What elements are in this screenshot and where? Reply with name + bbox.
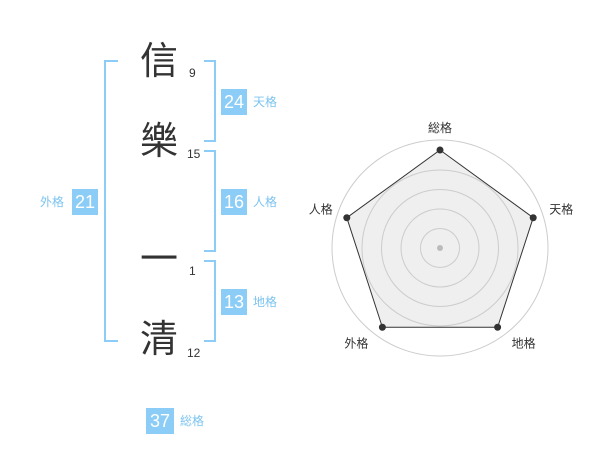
chikaku-value: 13: [221, 289, 247, 315]
stroke-count-1: 9: [189, 66, 196, 80]
tenkaku-value: 24: [221, 89, 247, 115]
radar-grid-ring: [381, 189, 499, 307]
name-char-1: 信: [140, 39, 179, 83]
radar-axis-label: 外格: [344, 335, 368, 350]
radar-data-polygon: [346, 149, 534, 328]
radar-axis-label: 総格: [428, 120, 452, 135]
jinkaku-label: 人格: [253, 195, 278, 209]
radar-point: [378, 323, 386, 331]
jinkaku-value: 16: [221, 189, 247, 215]
stroke-count-4: 12: [187, 346, 201, 360]
gaikaku-value: 21: [72, 189, 98, 215]
soukaku-label: 総格: [180, 414, 205, 428]
stroke-count-2: 15: [187, 147, 201, 161]
tenkaku-bracket: [204, 60, 216, 142]
stroke-count-3: 1: [189, 264, 196, 278]
radar-outer-ring: [331, 139, 549, 357]
chikaku-bracket: [204, 260, 216, 342]
name-char-4: 清: [140, 317, 179, 361]
radar-center-dot: [437, 245, 443, 251]
radar-grid-ring: [400, 208, 480, 288]
name-char-2: 樂: [140, 119, 179, 163]
radar-grid-ring: [361, 169, 519, 327]
soukaku-value: 37: [146, 408, 174, 434]
name-char-3: 一: [140, 237, 179, 281]
radar-axis-label: 人格: [309, 202, 333, 217]
radar-point: [494, 323, 502, 331]
tenkaku-label: 天格: [253, 95, 278, 109]
radar-grid-ring: [420, 228, 460, 268]
radar-axis-label: 天格: [549, 202, 573, 217]
jinkaku-bracket: [204, 150, 216, 252]
radar-point: [343, 214, 351, 222]
gaikaku-bracket: [104, 60, 118, 342]
gaikaku-label: 外格: [40, 195, 65, 209]
chikaku-label: 地格: [253, 295, 278, 309]
radar-point: [436, 146, 444, 154]
radar-axis-label: 地格: [512, 335, 536, 350]
radar-point: [529, 214, 537, 222]
